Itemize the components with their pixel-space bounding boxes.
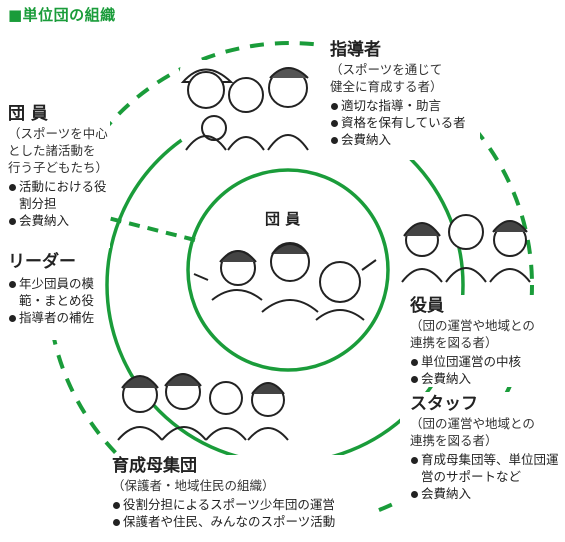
shidousha-heading: 指導者 [330,40,381,60]
officers-illustration [401,214,531,283]
mask-leader [0,250,100,340]
danin-heading: 団 員 [8,104,48,124]
mask-staff [400,392,565,502]
center-label: 団 員 [265,210,301,228]
ikusei-sub-1: （保護者・地域住民の組織） [112,478,275,493]
ikusei-heading: 育成母集団 [112,456,197,476]
ikusei-item: 役割分担によるスポーツ少年団の運営 [112,496,370,513]
danin-item: 会費納入 [8,212,108,229]
mask-shidousha [320,40,480,160]
staff-block: スタッフ （団の運営や地域との 連携を図る者） 育成母集団等、単位団運営のサポー… [410,394,562,502]
danin-sub-1: （スポーツを中心 [8,126,108,141]
yakuin-block: 役員 （団の運営や地域との 連携を図る者） 単位団運営の中核 会費納入 [410,296,560,387]
mask-ikusei [105,455,370,535]
staff-item: 会費納入 [410,485,562,502]
ikusei-block: 育成母集団 （保護者・地域住民の組織） 役割分担によるスポーツ少年団の運営 保護… [112,456,370,530]
leader-heading: リーダー [8,252,76,272]
parents-illustration [117,373,289,441]
shidousha-sub-1: （スポーツを通じて [330,62,443,77]
yakuin-item: 単位団運営の中核 [410,353,560,370]
yakuin-sub-2: 連携を図る者） [410,335,498,350]
danin-item: 活動における役割分担 [8,178,108,212]
shidousha-item: 適切な指導・助言 [330,97,480,114]
shidousha-block: 指導者 （スポーツを通じて 健全に育成する者） 適切な指導・助言 資格を保有して… [330,40,480,148]
shidousha-sub-2: 健全に育成する者） [330,79,443,94]
danin-block: 団 員 （スポーツを中心 とした諸活動を 行う子どもたち） 活動における役割分担… [8,104,108,229]
leader-block: リーダー 年少団員の模範・まとめ役 指導者の補佐 [8,252,104,326]
arrow-to-danin-line [99,214,196,242]
yakuin-item: 会費納入 [410,370,560,387]
shidousha-item: 資格を保有している者 [330,114,480,131]
yakuin-sub-1: （団の運営や地域との [410,318,535,333]
children-illustration [193,242,377,321]
danin-sub-3: 行う子どもたち） [8,160,109,175]
mask-danin [0,100,110,248]
coaches-illustration [180,60,320,151]
diagram-title: ■単位団の組織 [8,6,116,24]
staff-heading: スタッフ [410,394,478,414]
staff-sub-1: （団の運営や地域との [410,416,535,431]
yakuin-heading: 役員 [410,296,444,316]
shidousha-item: 会費納入 [330,131,480,148]
danin-sub-2: とした諸活動を [8,143,96,158]
leader-item: 年少団員の模範・まとめ役 [8,275,104,309]
staff-sub-2: 連携を図る者） [410,433,498,448]
mask-yakuin [405,295,565,387]
ikusei-item: 保護者や住民、みんなのスポーツ活動 [112,513,370,530]
leader-item: 指導者の補佐 [8,309,104,326]
staff-item: 育成母集団等、単位団運営のサポートなど [410,451,562,485]
